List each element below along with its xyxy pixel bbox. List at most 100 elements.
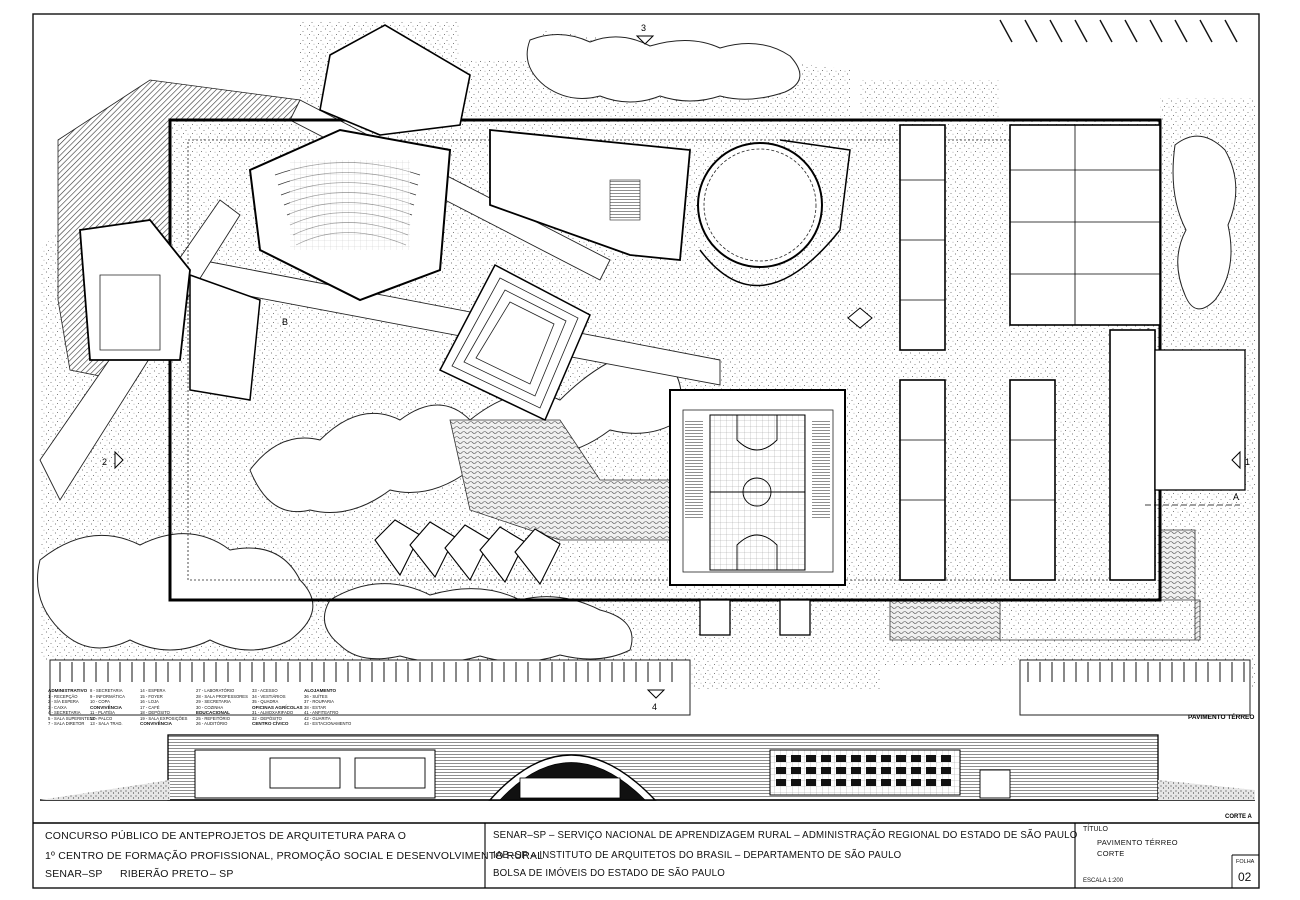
legend-head-convivencia: CONVIVÊNCIA [90,704,122,710]
section-seat-block [806,755,816,762]
section-seat-block [866,779,876,786]
section-seat-block [851,779,861,786]
section-seat-block [821,779,831,786]
section-seat-block [836,779,846,786]
section-seat-block [896,779,906,786]
section-seat-block [791,767,801,774]
section-elevation: CORTE A [40,734,1255,820]
legend-item: 25 - REFEITÓRIO [196,715,230,721]
legend-col-3: 14 - ESPERA 15 - FOYER 16 - LOJA 17 - CA… [140,688,187,727]
section-seat-block [791,755,801,762]
legend-item: 37 - ROUPARIA [304,699,334,704]
tree-mass-bottom-left [37,533,314,651]
legend-item: 27 - LABORATÓRIO [196,688,235,693]
legend-item: 4 - SECRETARIA [48,710,81,715]
legend-col-5: 33 - ACESSO 34 - VESTIÁRIOS 35 - QUADRA … [252,688,303,727]
parking-stall-line [1074,19,1088,43]
section-marker-a: A [1233,492,1239,502]
parking-stall-line [1049,19,1063,43]
view-marker-3: 3 [641,23,646,33]
section-seat-block [866,767,876,774]
legend-item: 19 - SALA EXPOSIÇÕES [140,715,188,721]
parking-lots [49,19,1251,716]
section-seat-block [896,767,906,774]
section-seat-block [806,767,816,774]
legend-item: 14 - ESPERA [140,688,166,693]
section-seat-block [821,767,831,774]
section-seat-block [836,755,846,762]
section-seat-block [941,767,951,774]
section-seat-block [776,767,786,774]
section-seat-block [851,755,861,762]
legend-item: 35 - QUADRA [252,699,279,704]
section-seat-block [911,779,921,786]
legend-item: 1 - RECEPÇÃO [48,693,78,699]
parking-stall-line [999,19,1013,43]
legend-item: 28 - SALA PROFESSORES [196,693,248,699]
legend-item: 12 - PALCO [90,715,113,721]
legend-item: 30 - COZINHA [196,704,224,710]
cut-marker-b: B [282,317,288,327]
legend-item: 13 - SALA TRAD. [90,721,123,726]
title-block-frame [33,822,1259,888]
legend-item: 16 - LOJA [140,699,159,704]
legend-head-oficinas: OFICINAS AGRÍCOLAS [252,704,303,710]
view-markers: 3 4 2 1 A B PAVIMENTO TÉRREO [102,23,1254,721]
plan-title: PAVIMENTO TÉRREO [1188,712,1254,721]
legend-item: 18 - DEPÓSITO [140,710,170,715]
stage-tower [319,24,471,136]
section-seat-block [821,755,831,762]
legend-item: 33 - ACESSO [252,688,278,693]
legend-item: 7 - SALA DIRETOR [48,721,85,726]
legend-col-4: 27 - LABORATÓRIO 28 - SALA PROFESSORES 2… [196,688,248,727]
section-seat-block [926,755,936,762]
sports-court-building [669,389,846,636]
section-seat-block [926,779,936,786]
section-seat-block [926,767,936,774]
section-seat-block [851,767,861,774]
legend: ADMINISTRATIVO 1 - RECEPÇÃO 2 - S/A ESPE… [48,688,351,738]
section-seat-block [896,755,906,762]
legend-head-educacional: EDUCACIONAL [196,710,230,715]
rotunda [697,142,823,268]
legend-item: 43 - ESTACIONAMENTO [304,721,352,726]
section-seat-block [776,755,786,762]
legend-item: 15 - FOYER [140,693,163,699]
east-wings [899,124,1246,581]
section-seat-block [911,755,921,762]
parking-stall-line [1124,19,1138,43]
section-seat-block [806,779,816,786]
section-seat-block [941,755,951,762]
view-marker-4: 4 [652,702,657,712]
admin-block [79,219,261,401]
parking-stall-line [1199,19,1213,43]
legend-item: 10 - COPA [90,699,110,704]
legend-item: 11 - PLATÉIA [90,710,115,715]
section-seat-block [836,767,846,774]
tree-mass-top [526,34,801,103]
basketball-court [709,414,806,571]
parking-stall-line [1149,19,1163,43]
legend-item: 41 - ANFITEATRO [304,710,339,715]
workshop-units [374,519,561,586]
section-seat-block [941,779,951,786]
legend-item: 9 - INFORMÁTICA [90,693,125,699]
legend-item: 31 - ALMOXARIFADO [252,710,294,715]
view-marker-2: 2 [102,457,107,467]
auditorium [248,24,471,302]
tree-mass-bottom [323,583,633,663]
legend-item: 42 - GUARITA [304,715,331,721]
legend-item: 3 - CAIXA [48,704,67,710]
legend-head-alojamento: ALOJAMENTO [304,688,337,693]
sheet-border [32,13,1260,889]
legend-item: 32 - DEPÓSITO [252,715,282,721]
legend-col-6: ALOJAMENTO 36 - SUÍTES 37 - ROUPARIA 38 … [304,688,351,727]
section-seat-block [791,779,801,786]
view-marker-1: 1 [1245,457,1250,467]
legend-item: 38 - ESTAR [304,704,327,710]
section-seat-block [881,755,891,762]
section-seat-block [911,767,921,774]
legend-head-centro-civico: CENTRO CÍVICO [252,721,289,726]
tree-mass-right [1172,135,1237,310]
